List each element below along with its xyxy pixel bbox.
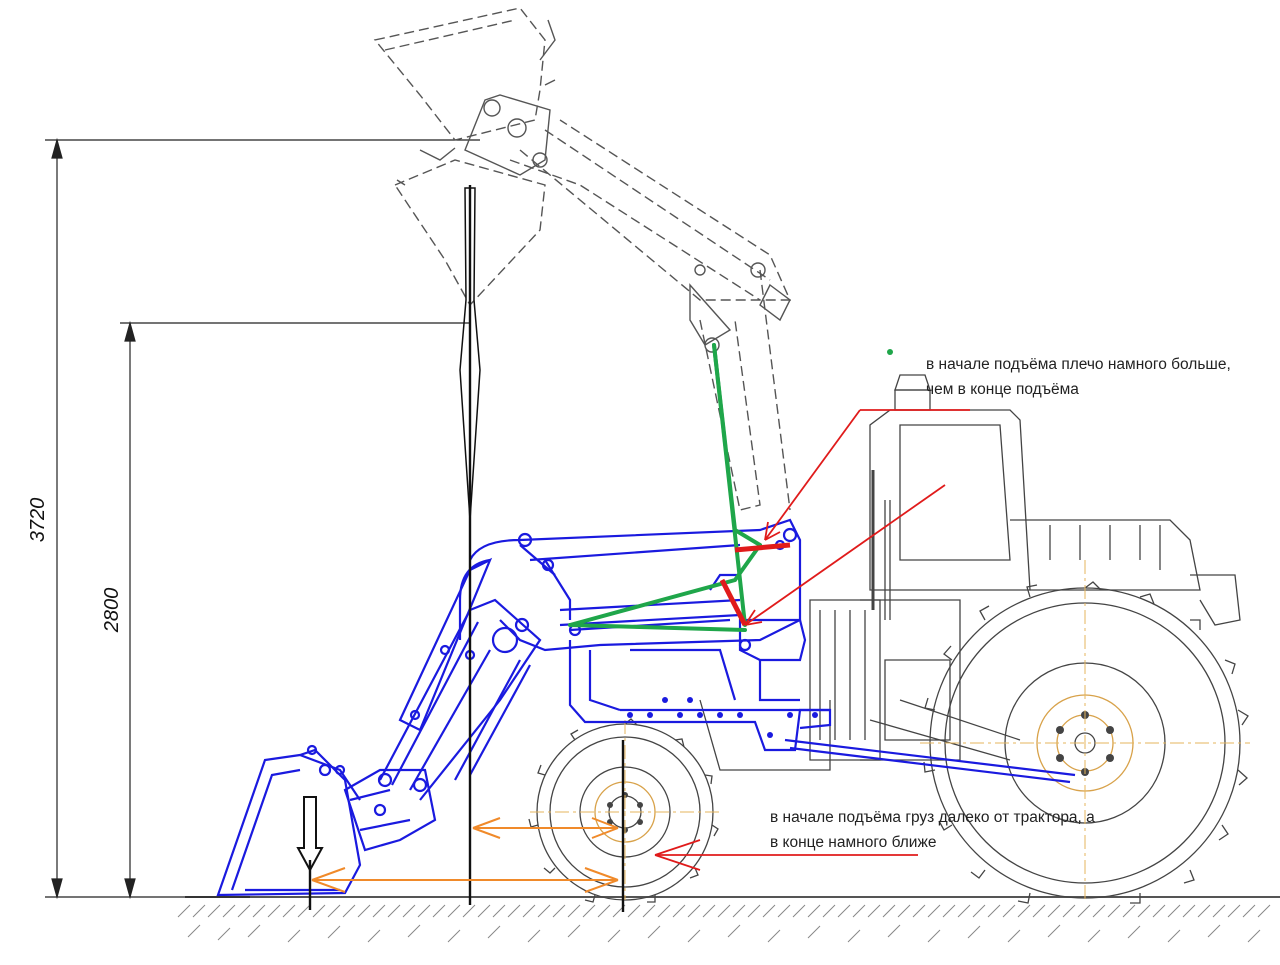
distance-arrows (311, 817, 619, 893)
load-note: в начале подъёма груз далеко от трактора… (770, 809, 1095, 851)
load-lines (308, 185, 625, 912)
raised-loader-outline (373, 7, 792, 511)
dimension-3720: 3720 (27, 498, 49, 543)
ground (177, 896, 1280, 943)
wheel-centerlines (530, 560, 1250, 900)
lever-arm-markers (719, 542, 791, 627)
lever-arm-lines (568, 343, 762, 632)
pointer-arrows (654, 409, 970, 871)
down-arrow-icon (296, 796, 324, 873)
loader-frame-bolts (627, 697, 818, 738)
green-dot-marker (887, 349, 893, 355)
dimension-2800: 2800 (101, 588, 123, 634)
dimension-lines (45, 137, 480, 900)
lowered-loader (216, 518, 1076, 897)
lever-note: в начале подъёма плечо намного больше, ч… (926, 356, 1231, 398)
